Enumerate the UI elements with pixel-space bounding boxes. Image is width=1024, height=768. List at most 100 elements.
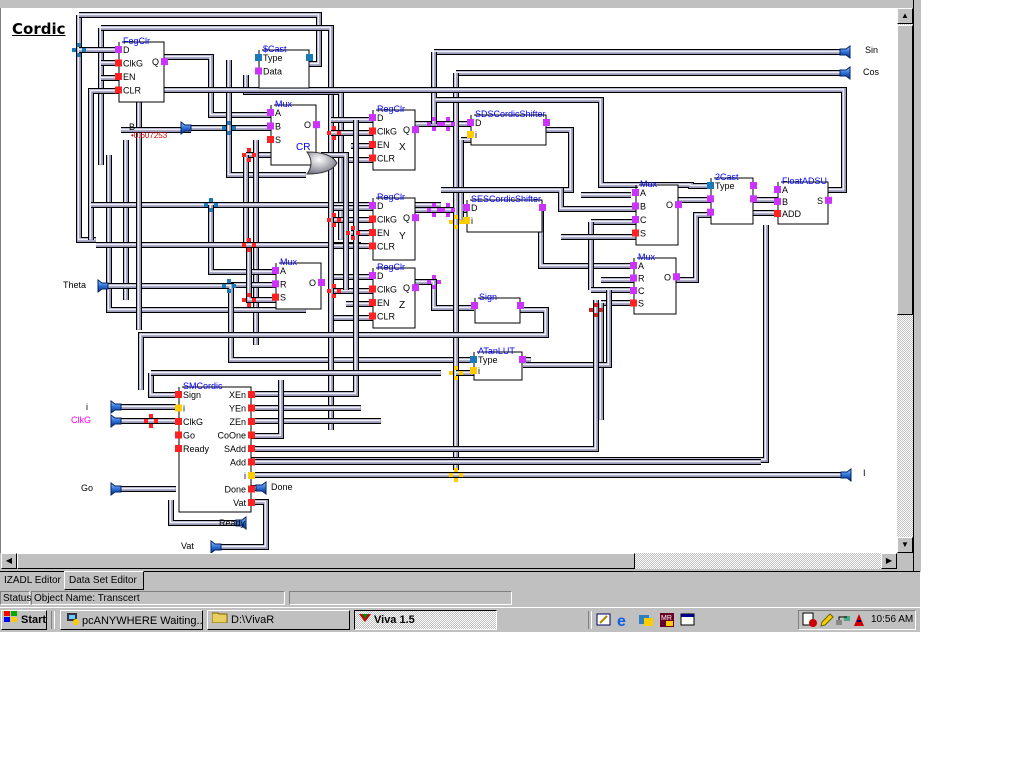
scroll-left-button[interactable]: ◀ bbox=[1, 553, 17, 569]
port-out bbox=[306, 54, 313, 61]
port-i bbox=[470, 367, 477, 374]
vertical-scrollbar[interactable]: ▲ ▼ bbox=[897, 8, 913, 553]
desktop-icon[interactable] bbox=[596, 612, 612, 628]
port-r bbox=[272, 280, 279, 288]
port-done bbox=[248, 485, 255, 493]
input-label: Theta bbox=[63, 280, 86, 290]
port-label: EN bbox=[123, 72, 136, 82]
taskbar-button-vivar-folder[interactable]: D:\VivaR bbox=[207, 610, 350, 630]
taskbar-button-pcanywhere[interactable]: pcANYWHERE Waiting... bbox=[60, 610, 203, 630]
pencil-icon[interactable] bbox=[819, 612, 835, 628]
port-d bbox=[369, 202, 376, 209]
port-o bbox=[673, 273, 680, 281]
network-icon[interactable] bbox=[835, 612, 851, 628]
folder-icon bbox=[211, 611, 228, 629]
port-label: CLR bbox=[377, 154, 396, 164]
port-data bbox=[255, 67, 262, 75]
block-smcordic: SMCordicSigniClkGGoReadyXEnYEnZEnCoOneSA… bbox=[178, 381, 252, 513]
port-d bbox=[463, 204, 470, 211]
block-outline bbox=[372, 109, 416, 171]
window-icon[interactable] bbox=[680, 612, 696, 628]
port-label: B bbox=[640, 202, 646, 212]
block-sign: Sign bbox=[474, 292, 521, 324]
port-label: B bbox=[275, 122, 281, 132]
app-icon[interactable]: MR bbox=[659, 612, 675, 628]
wire-highlight bbox=[435, 98, 711, 187]
port-o bbox=[318, 279, 325, 286]
wire-junction bbox=[204, 198, 218, 212]
port-label: R bbox=[638, 274, 645, 284]
port-add bbox=[248, 458, 255, 466]
port-o bbox=[675, 201, 682, 209]
output-label: Sin bbox=[865, 45, 878, 55]
wire-highlight bbox=[250, 379, 282, 437]
block-title: 2Cast bbox=[715, 172, 739, 182]
schematic-diagram[interactable]: FegClrDClkGENCLRQ$CastTypeDataMuxABSOReg… bbox=[1, 0, 900, 553]
port-label: O bbox=[666, 200, 673, 210]
block-title: Mux bbox=[640, 179, 658, 189]
scroll-right-button[interactable]: ▶ bbox=[881, 553, 897, 569]
tab-izadl-editor[interactable]: IZADL Editor bbox=[0, 572, 66, 589]
port-s bbox=[267, 136, 274, 143]
block-outline bbox=[178, 386, 252, 513]
constant-input-connector bbox=[180, 121, 192, 135]
port-ready bbox=[175, 445, 182, 452]
tab-data-set-editor[interactable]: Data Set Editor bbox=[64, 571, 144, 590]
outlook-icon[interactable] bbox=[638, 612, 654, 628]
port-label: ClkG bbox=[377, 215, 397, 225]
or-gate: CR bbox=[296, 142, 338, 175]
port-label: Done bbox=[224, 485, 246, 495]
block-title: SMCordic bbox=[183, 381, 223, 391]
port-out bbox=[750, 195, 757, 203]
sheet-title: Cordic bbox=[12, 20, 66, 38]
block-outline bbox=[372, 197, 416, 261]
port-clr bbox=[369, 154, 376, 162]
scroll-down-button[interactable]: ▼ bbox=[897, 537, 913, 553]
status-object-name: Object Name: Transcert bbox=[31, 591, 285, 605]
input-theta: Theta bbox=[63, 279, 109, 293]
port-label: CoOne bbox=[217, 431, 246, 441]
input-theta-icon bbox=[97, 279, 109, 293]
input-label: Vat bbox=[181, 541, 194, 551]
vertical-scroll-thumb[interactable] bbox=[897, 25, 913, 315]
port-out bbox=[519, 356, 526, 363]
wire-highlight bbox=[78, 13, 320, 65]
block-outline bbox=[270, 104, 317, 166]
port-label: Q bbox=[403, 213, 410, 223]
port-type bbox=[470, 356, 477, 363]
wire-junction bbox=[327, 284, 341, 298]
output-label: I bbox=[863, 468, 866, 478]
clock[interactable]: 10:56 AM bbox=[871, 614, 914, 625]
status-progress-field bbox=[289, 591, 512, 605]
internet-explorer-icon[interactable]: e bbox=[616, 612, 632, 630]
taskbar: Start pcANYWHERE Waiting... D:\VivaR Viv… bbox=[0, 607, 920, 632]
horizontal-scroll-thumb[interactable] bbox=[17, 553, 635, 569]
port-label: ClkG bbox=[377, 127, 397, 137]
taskbar-button-viva[interactable]: Viva 1.5 bbox=[354, 610, 497, 630]
wire-highlight bbox=[250, 299, 597, 450]
scroll-up-button[interactable]: ▲ bbox=[897, 8, 913, 24]
block-title: Mux bbox=[275, 99, 293, 109]
wire-highlight bbox=[522, 289, 610, 366]
port-label: Type bbox=[715, 181, 735, 191]
block-title: ATanLUT bbox=[478, 346, 515, 356]
port-q bbox=[412, 284, 419, 292]
wire-junction bbox=[427, 117, 441, 131]
wire-highlight bbox=[149, 372, 176, 396]
wire-junction bbox=[346, 226, 360, 240]
scheduler-icon[interactable] bbox=[802, 612, 818, 628]
horizontal-scrollbar[interactable]: ◀ ▶ bbox=[1, 553, 897, 569]
port-coone bbox=[248, 431, 255, 439]
taskbar-divider bbox=[588, 611, 592, 629]
antivirus-icon[interactable] bbox=[851, 612, 867, 628]
block-outline bbox=[633, 257, 677, 315]
port-label: ClkG bbox=[123, 59, 143, 69]
start-button[interactable]: Start bbox=[1, 610, 47, 630]
block-title: $Cast bbox=[263, 44, 287, 54]
